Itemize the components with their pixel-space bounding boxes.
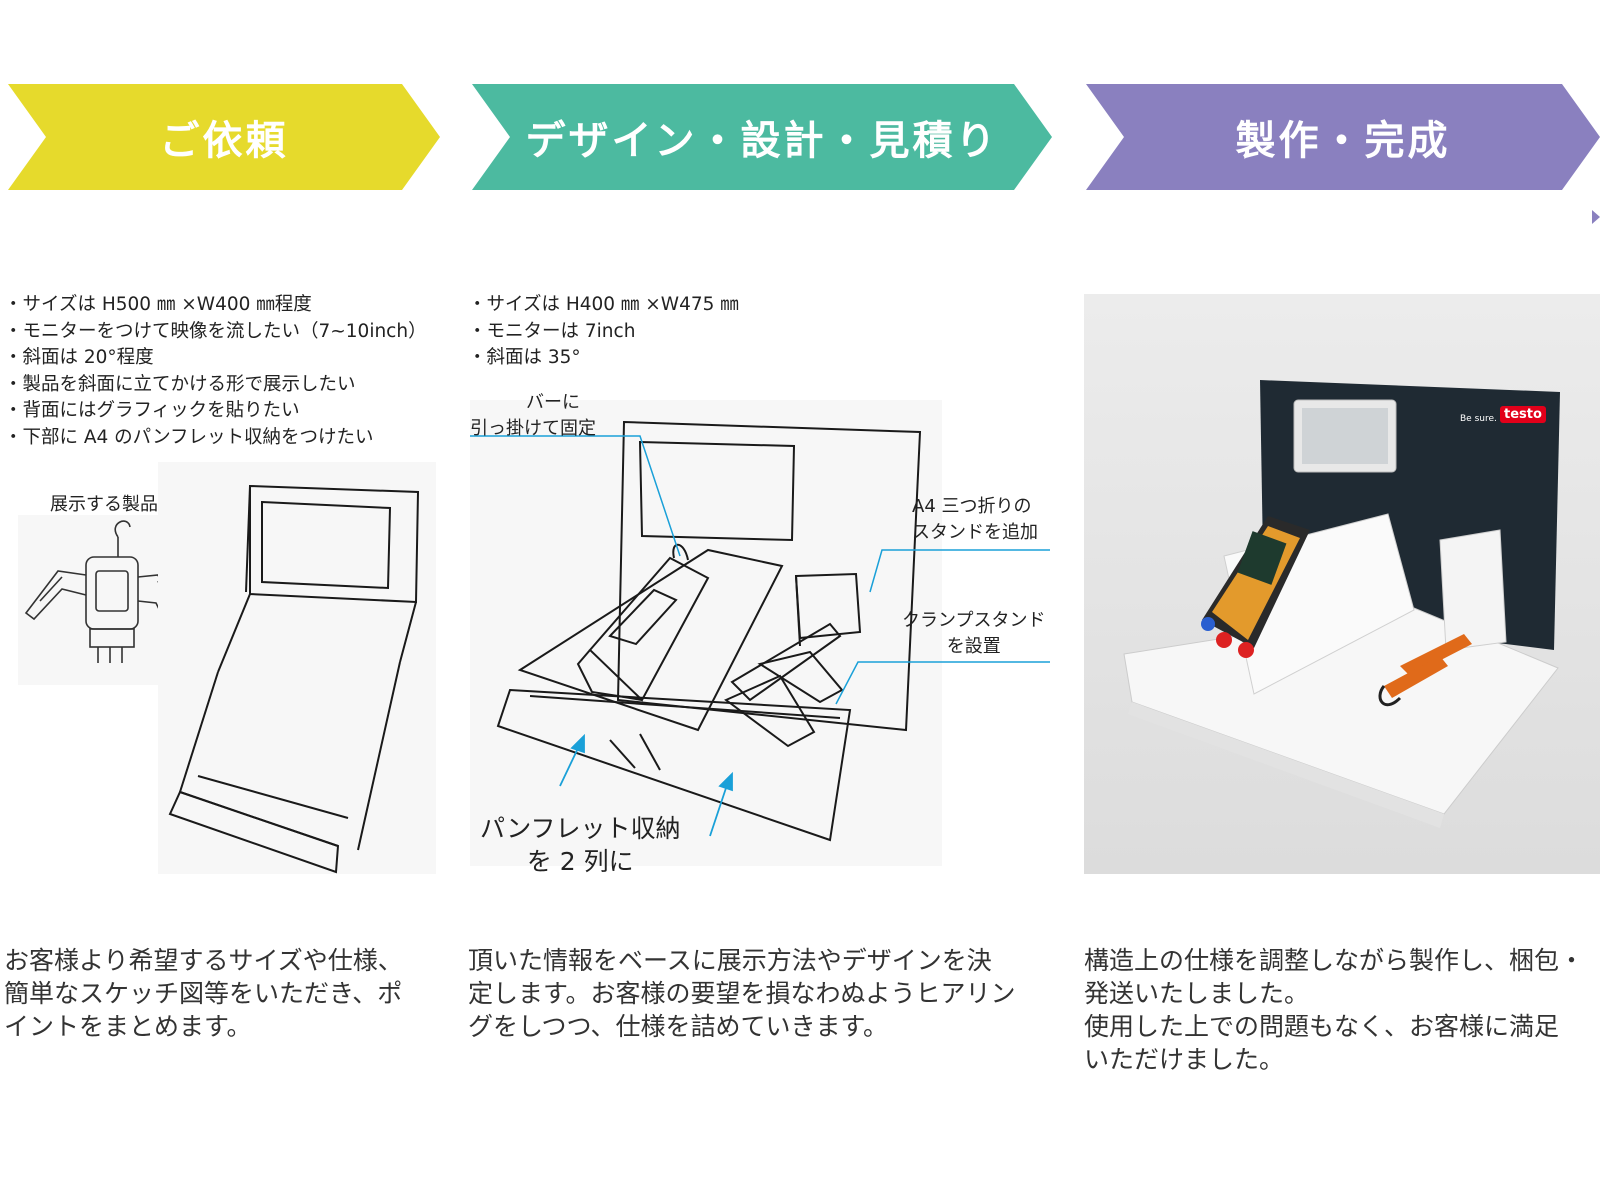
testo-logo: testo	[1500, 406, 1546, 423]
finished-product-photo: Be sure. testo	[1084, 294, 1600, 874]
step3-title: 製作・完成	[1235, 118, 1451, 164]
spec-item: ・サイズは H400 ㎜ ×W475 ㎜	[468, 294, 739, 315]
chevron-shape	[472, 84, 1052, 190]
annotation-clamp-stand: クランプスタンド を設置	[902, 608, 1045, 660]
step1-description: お客様より希望するサイズや仕様、 簡単なスケッチ図等をいただき、ポ イントをまと…	[4, 944, 403, 1043]
description-line: 使用した上での問題もなく、お客様に満足	[1084, 1012, 1560, 1041]
step1-title: ご依頼	[159, 118, 289, 164]
requirement-item: ・製品を斜面に立てかける形で展示したい	[4, 373, 356, 395]
description-line: 発送いたしました。	[1084, 979, 1310, 1008]
requirement-item: ・斜面は 20°程度	[4, 347, 154, 368]
step2-specs: ・サイズは H400 ㎜ ×W475 ㎜ ・モニターは 7inch ・斜面は 3…	[468, 292, 739, 372]
product-label: 展示する製品	[50, 494, 158, 515]
step2-description: 頂いた情報をベースに展示方法やデザインを決 定します。お客様の要望を損なわぬよう…	[468, 944, 1016, 1043]
annotation-line: バーに	[526, 392, 580, 413]
annotation-bar-fix: バーに 引っ掛けて固定	[470, 390, 596, 442]
chevron-shape	[1086, 84, 1600, 190]
description-line: いただけました。	[1084, 1045, 1285, 1074]
annotation-line: を設置	[946, 636, 1001, 657]
spec-item: ・斜面は 35°	[468, 347, 581, 368]
requirement-item: ・下部に A4 のパンフレット収納をつけたい	[4, 426, 374, 448]
photo-tagline: Be sure.	[1460, 414, 1497, 424]
step1-header: ご依頼	[8, 84, 440, 190]
annotation-line: A4 三つ折りの	[912, 496, 1032, 517]
arrow-marker-icon	[1592, 210, 1600, 224]
step1-requirements: ・サイズは H500 ㎜ ×W400 ㎜程度 ・モニターをつけて映像を流したい（…	[4, 292, 427, 451]
stand-drawing	[158, 462, 436, 874]
description-line: グをしつつ、仕様を詰めていきます。	[468, 1012, 889, 1041]
product-photo-image	[1084, 294, 1600, 874]
design-drawing	[470, 400, 942, 866]
design-drawing-svg	[470, 400, 942, 866]
step2-header: デザイン・設計・見積り	[472, 84, 1052, 190]
stand-sketch-1	[158, 462, 436, 874]
description-line: 定します。お客様の要望を損なわぬようヒアリン	[468, 979, 1016, 1008]
description-line: 簡単なスケッチ図等をいただき、ポ	[4, 979, 403, 1008]
annotation-line: スタンドを追加	[912, 522, 1038, 543]
description-line: 頂いた情報をベースに展示方法やデザインを決	[468, 946, 992, 975]
annotation-pamphlet: パンフレット収納 を 2 列に	[480, 812, 681, 878]
step3-description: 構造上の仕様を調整しながら製作し、梱包・ 発送いたしました。 使用した上での問題…	[1084, 944, 1584, 1076]
step3-header: 製作・完成	[1086, 84, 1600, 190]
annotation-line: 引っ掛けて固定	[470, 418, 596, 439]
description-line: 構造上の仕様を調整しながら製作し、梱包・	[1084, 946, 1585, 975]
requirement-item: ・モニターをつけて映像を流したい（7~10inch）	[4, 320, 427, 342]
step2-title: デザイン・設計・見積り	[525, 118, 999, 164]
description-line: イントをまとめます。	[4, 1012, 252, 1041]
requirement-item: ・サイズは H500 ㎜ ×W400 ㎜程度	[4, 294, 312, 315]
chevron-shape	[8, 84, 440, 190]
annotation-a4-stand: A4 三つ折りの スタンドを追加	[912, 494, 1038, 546]
description-line: お客様より希望するサイズや仕様、	[4, 946, 403, 975]
spec-item: ・モニターは 7inch	[468, 320, 636, 342]
annotation-line: クランプスタンド	[902, 610, 1046, 631]
requirement-item: ・背面にはグラフィックを貼りたい	[4, 400, 300, 421]
annotation-line: パンフレット収納	[480, 814, 681, 843]
annotation-line: を 2 列に	[526, 847, 634, 876]
